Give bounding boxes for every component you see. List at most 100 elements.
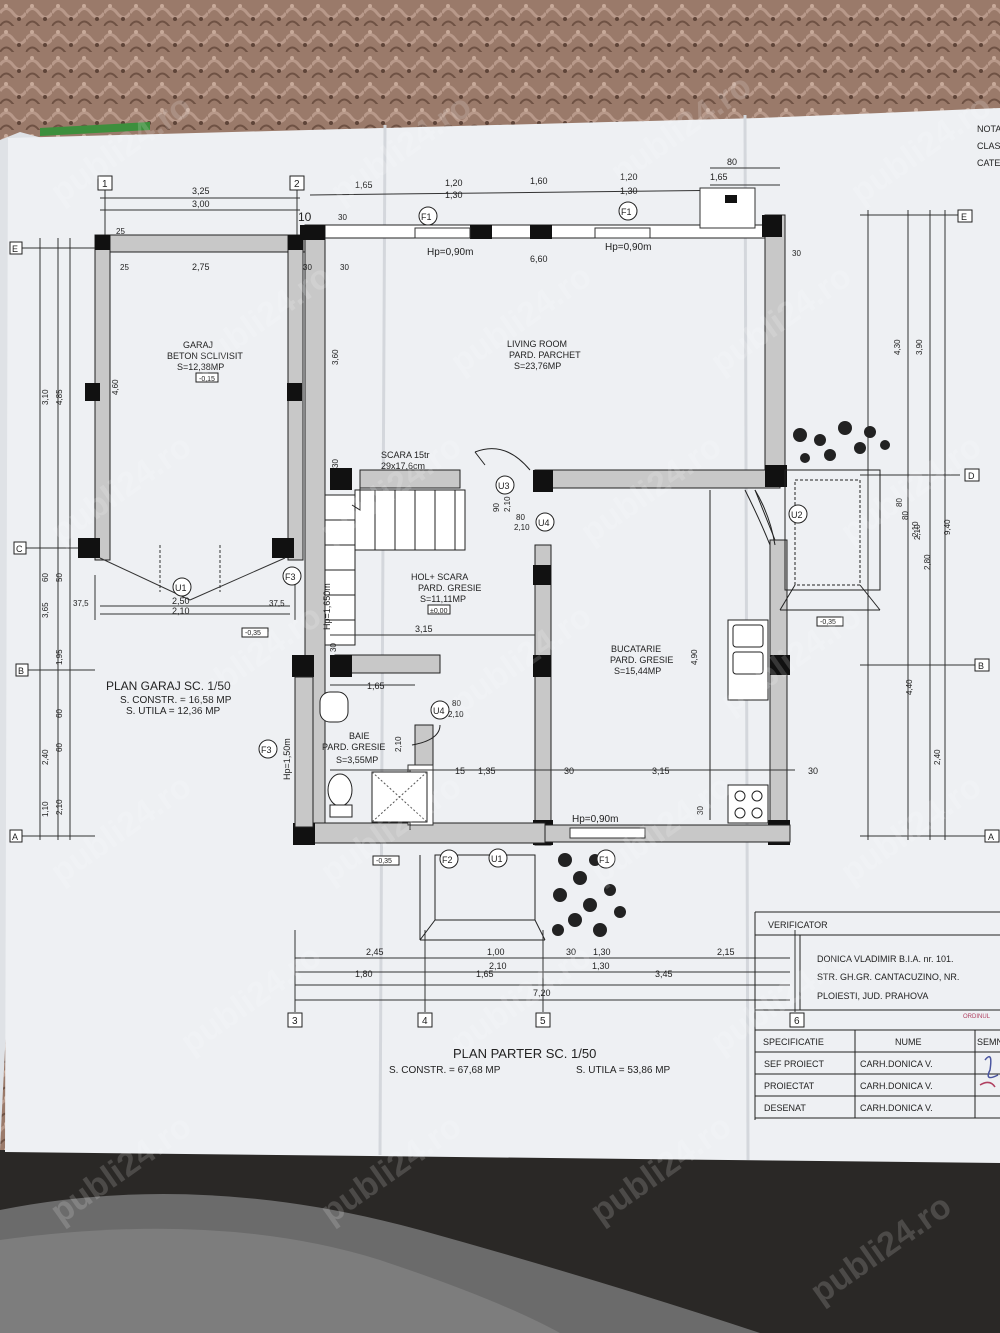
- axis-6: 6: [794, 1016, 800, 1027]
- dim-total-660: 6,60: [530, 254, 548, 264]
- dim-right-30: 30: [696, 806, 705, 815]
- dim-garage-outer: 3,25: [192, 186, 210, 196]
- door-u4b-height: 2,10: [448, 710, 464, 719]
- dim-left-110: 1,10: [41, 801, 50, 817]
- room-garaj-level: -0,15: [199, 376, 215, 383]
- axis-B-left: B: [18, 666, 24, 676]
- dim-hol-315: 3,15: [415, 624, 433, 634]
- dim-top-165a: 1,65: [355, 180, 373, 190]
- verificator-label: VERIFICATOR: [768, 920, 828, 930]
- garage-constr-area: S. CONSTR. = 16,58 MP: [120, 695, 232, 706]
- dim-bottom-30b: 30: [808, 766, 818, 776]
- dim-bottom-180: 1,80: [355, 969, 373, 979]
- dim-garage-275: 2,75: [192, 262, 210, 272]
- dim-right-430: 4,30: [893, 339, 902, 355]
- row-role-1: SEF PROIECT: [764, 1059, 825, 1069]
- dim-bottom-15: 15: [455, 766, 465, 776]
- dim-baie-210: 2,10: [394, 736, 403, 752]
- title-block: [754, 911, 1000, 1120]
- dim-right-240: 2,40: [933, 749, 942, 765]
- row-role-3: DESENAT: [764, 1103, 806, 1113]
- room-bucatarie-finish: PARD. GRESIE: [610, 655, 673, 665]
- room-bucatarie-area: S=15,44MP: [614, 666, 661, 676]
- dim-left-485: 4,85: [55, 389, 64, 405]
- note-label-1: NOTA: [977, 124, 1000, 134]
- room-hol-area: S=11,11MP: [420, 594, 466, 604]
- dim-garage-210: 2,10: [172, 606, 190, 616]
- dim-bottom-215: 2,15: [717, 947, 735, 957]
- room-living-finish: PARD. PARCHET: [509, 350, 581, 360]
- door-u4a-height: 2,10: [514, 523, 530, 532]
- dim-bottom-135: 1,35: [478, 766, 496, 776]
- row-name-1: CARH.DONICA V.: [860, 1059, 933, 1069]
- door-u2-tag: U2: [791, 510, 803, 520]
- col-semn: SEMN: [977, 1037, 1000, 1047]
- window-f1c-tag: F1: [599, 855, 610, 865]
- room-garaj-area: S=12,38MP: [177, 362, 224, 372]
- room-scara-name: SCARA 15tr: [381, 450, 430, 460]
- main-constr-area: S. CONSTR. = 67,68 MP: [389, 1065, 501, 1076]
- window-kitchen-height: Hp=0,90m: [572, 814, 618, 825]
- door-u4b-tag: U4: [433, 706, 445, 716]
- axis-2: 2: [294, 179, 300, 190]
- dim-top-130a: 1,30: [445, 190, 463, 200]
- dim-left-195: 1,95: [55, 649, 64, 665]
- door-u4b-width: 80: [452, 699, 461, 708]
- dim-garage-375b: 37,5: [269, 599, 285, 608]
- window-f3a-height: Hp=1,650m: [322, 583, 332, 630]
- room-living-area: S=23,76MP: [514, 361, 561, 371]
- dim-right-440: 4,40: [905, 679, 914, 695]
- room-baie-name: BAIE: [349, 731, 370, 741]
- dim-baie-165: 1,65: [367, 681, 385, 691]
- dim-top-120b: 1,20: [620, 172, 638, 182]
- dim-wall-10: 10: [298, 210, 312, 224]
- door-u3-tag: U3: [498, 481, 510, 491]
- garage: [78, 234, 306, 620]
- dim-wall-25b: 25: [120, 263, 129, 272]
- dim-bottom-total: 7,20: [533, 988, 551, 998]
- window-f1a-height: Hp=0,90m: [427, 247, 473, 258]
- dim-corner-80: 80: [727, 157, 737, 167]
- dim-living-360: 3,60: [331, 349, 340, 365]
- dim-wall-30b: 30: [340, 263, 349, 272]
- dim-bottom-210: 2,10: [489, 961, 507, 971]
- dim-kitchen-490: 4,90: [690, 649, 699, 665]
- window-f3b-height: Hp=1,50m: [282, 738, 292, 780]
- dim-garage-375a: 37,5: [73, 599, 89, 608]
- door-u3-height: 2,10: [503, 496, 512, 512]
- level-entry: -0,35: [376, 858, 392, 865]
- window-f2-tag: F2: [442, 855, 453, 865]
- dim-bottom-345: 3,45: [655, 969, 673, 979]
- axis-5: 5: [540, 1016, 546, 1027]
- window-f1b-height: Hp=0,90m: [605, 242, 651, 253]
- room-baie-area: S=3,55MP: [336, 755, 378, 765]
- dim-left-210: 2,10: [55, 799, 64, 815]
- dim-bottom-315: 3,15: [652, 766, 670, 776]
- dim-right-390: 3,90: [915, 339, 924, 355]
- main-useful-area: S. UTILA = 53,86 MP: [576, 1065, 671, 1076]
- window-f3a-tag: F3: [285, 572, 296, 582]
- dim-bottom-245: 2,45: [366, 947, 384, 957]
- note-label-2: CLAS: [977, 141, 1000, 151]
- axis-B-right: B: [978, 661, 984, 671]
- dim-garage-460: 4,60: [111, 379, 120, 395]
- dim-wall-25a: 25: [116, 227, 125, 236]
- firm-line-3: PLOIESTI, JUD. PRAHOVA: [817, 991, 928, 1001]
- level-terrace: -0,35: [820, 619, 836, 626]
- door-u2-height: 2,10: [913, 524, 922, 540]
- room-garaj-finish: BETON SCLIVISIT: [167, 351, 243, 361]
- dim-hol-30b: 30: [329, 643, 338, 652]
- dim-left-365: 3,65: [41, 602, 50, 618]
- door-u2-width: 80: [901, 511, 910, 520]
- door-u4a-tag: U4: [538, 518, 550, 528]
- dim-bottom-130a: 1,30: [593, 947, 611, 957]
- axis-A-left: A: [12, 832, 18, 842]
- door-u4a-width: 80: [516, 513, 525, 522]
- paper-green-edge: [40, 122, 150, 136]
- dim-bottom-130b: 1,30: [592, 961, 610, 971]
- axis-markers: [9, 175, 1000, 1028]
- door-u3-width: 90: [492, 503, 501, 512]
- dim-hol-30: 30: [331, 459, 340, 468]
- door-u1-garage-tag: U1: [175, 583, 187, 593]
